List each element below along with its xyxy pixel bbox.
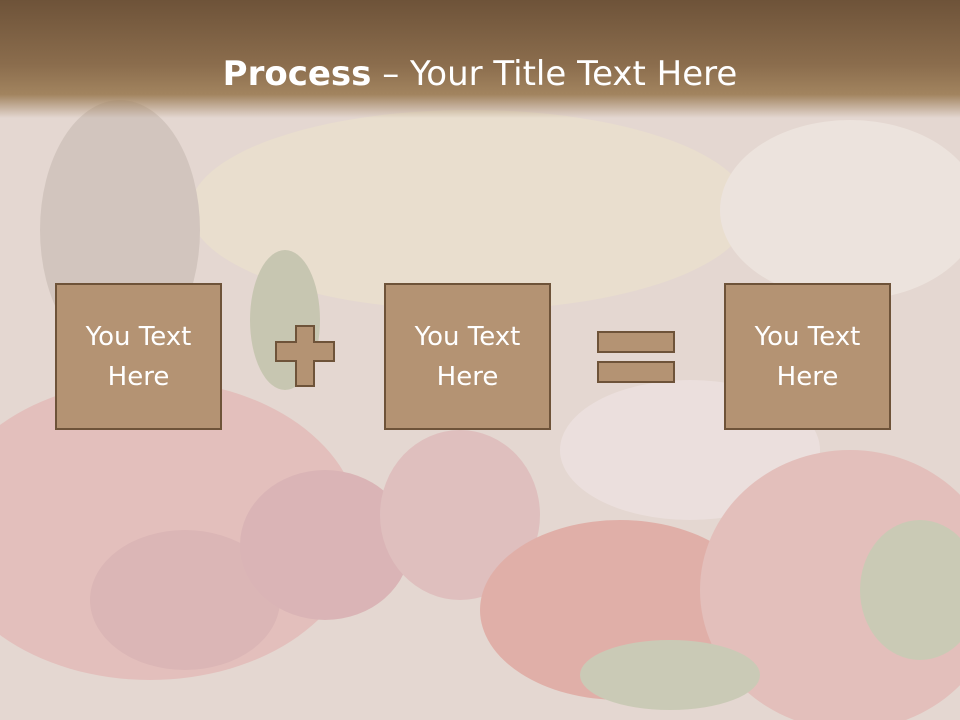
box-text-line1: You Text <box>754 321 861 352</box>
box-text-line2: Here <box>776 361 839 392</box>
title-dash: – <box>371 54 411 94</box>
process-box-2[interactable]: You Text Here <box>384 283 551 430</box>
process-box-3[interactable]: You Text Here <box>724 283 891 430</box>
box-text-line1: You Text <box>414 321 521 352</box>
box-text: You Text Here <box>738 317 878 397</box>
box-text-line1: You Text <box>85 321 192 352</box>
process-box-1[interactable]: You Text Here <box>55 283 222 430</box>
title-bar: Process – Your Title Text Here <box>0 0 960 118</box>
box-text: You Text Here <box>69 317 209 397</box>
slide-title: Process – Your Title Text Here <box>0 52 960 96</box>
box-text-line2: Here <box>436 361 499 392</box>
box-text-line2: Here <box>107 361 170 392</box>
box-text: You Text Here <box>398 317 538 397</box>
title-bold: Process <box>222 54 372 94</box>
title-rest: Your Title Text Here <box>410 54 738 94</box>
